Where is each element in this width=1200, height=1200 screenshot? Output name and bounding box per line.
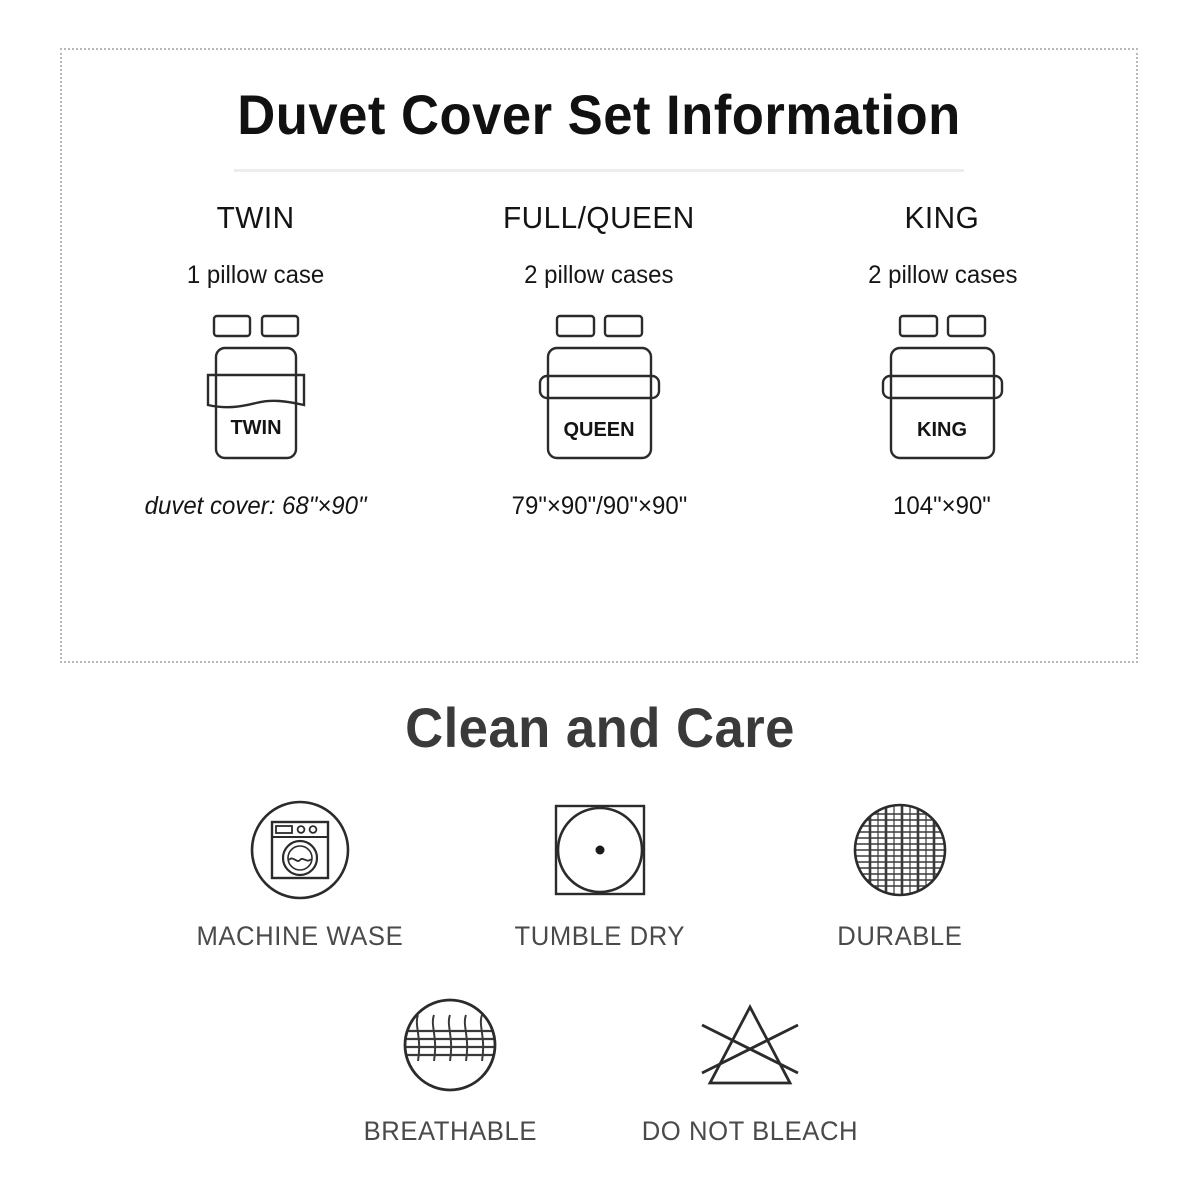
washing-machine-icon bbox=[248, 795, 352, 905]
bed-icon-wrap-queen: QUEEN bbox=[524, 310, 674, 470]
tumble-dry-icon bbox=[548, 795, 652, 905]
care-item-tumble-dry: TUMBLE DRY bbox=[450, 795, 750, 952]
page-title: Duvet Cover Set Information bbox=[237, 83, 961, 146]
do-not-bleach-icon bbox=[694, 990, 806, 1100]
care-item-do-not-bleach: DO NOT BLEACH bbox=[600, 990, 900, 1147]
size-name-king: KING bbox=[904, 199, 980, 235]
bed-label-queen: QUEEN bbox=[563, 419, 634, 441]
care-label-do-not-bleach: DO NOT BLEACH bbox=[641, 1116, 859, 1146]
dimensions-king: 104"×90" bbox=[893, 491, 992, 520]
bed-label-king: KING bbox=[917, 419, 967, 441]
pillow-count-king: 2 pillow cases bbox=[867, 260, 1018, 289]
bed-icon-wrap-king: KING bbox=[867, 310, 1017, 470]
bed-twin-icon: TWIN bbox=[206, 314, 305, 459]
bed-king-icon: KING bbox=[882, 314, 1004, 459]
dimensions-queen: 79"×90"/90"×90" bbox=[511, 491, 687, 520]
dimensions-twin: duvet cover: 68"×90" bbox=[144, 491, 367, 520]
care-label-machine-wash: MACHINE WASE bbox=[196, 921, 404, 951]
title-divider bbox=[234, 168, 964, 172]
care-item-machine-wash: MACHINE WASE bbox=[150, 795, 450, 952]
size-grid: TWIN 1 pillow case TWIN duvet cover: 68"… bbox=[62, 200, 1136, 521]
size-name-queen: FULL/QUEEN bbox=[503, 199, 695, 235]
durable-mesh-icon bbox=[848, 795, 952, 905]
care-label-breathable: BREATHABLE bbox=[363, 1116, 537, 1146]
duvet-info-panel: Duvet Cover Set Information TWIN 1 pillo… bbox=[60, 48, 1138, 663]
care-section-title: Clean and Care bbox=[405, 696, 795, 759]
breathable-weave-icon bbox=[398, 990, 502, 1100]
care-item-breathable: BREATHABLE bbox=[300, 990, 600, 1147]
size-column-twin: TWIN 1 pillow case TWIN duvet cover: 68"… bbox=[84, 200, 427, 521]
size-name-twin: TWIN bbox=[216, 199, 295, 235]
care-item-durable: DURABLE bbox=[750, 795, 1050, 952]
pillow-count-twin: 1 pillow case bbox=[186, 260, 325, 289]
care-label-tumble-dry: TUMBLE DRY bbox=[514, 921, 686, 951]
care-row-1: MACHINE WASE TUMBLE DRY bbox=[0, 795, 1200, 952]
bed-icon-wrap-twin: TWIN bbox=[186, 310, 326, 470]
care-label-durable: DURABLE bbox=[837, 921, 963, 951]
size-column-king: KING 2 pillow cases KING 104"×90" bbox=[771, 200, 1114, 521]
care-row-2: BREATHABLE DO NOT BLEACH bbox=[0, 990, 1200, 1147]
pillow-count-queen: 2 pillow cases bbox=[524, 260, 674, 289]
bed-label-twin: TWIN bbox=[230, 417, 281, 439]
size-column-queen: FULL/QUEEN 2 pillow cases QUEEN 79"×90"/… bbox=[427, 200, 770, 521]
bed-queen-icon: QUEEN bbox=[538, 314, 661, 459]
